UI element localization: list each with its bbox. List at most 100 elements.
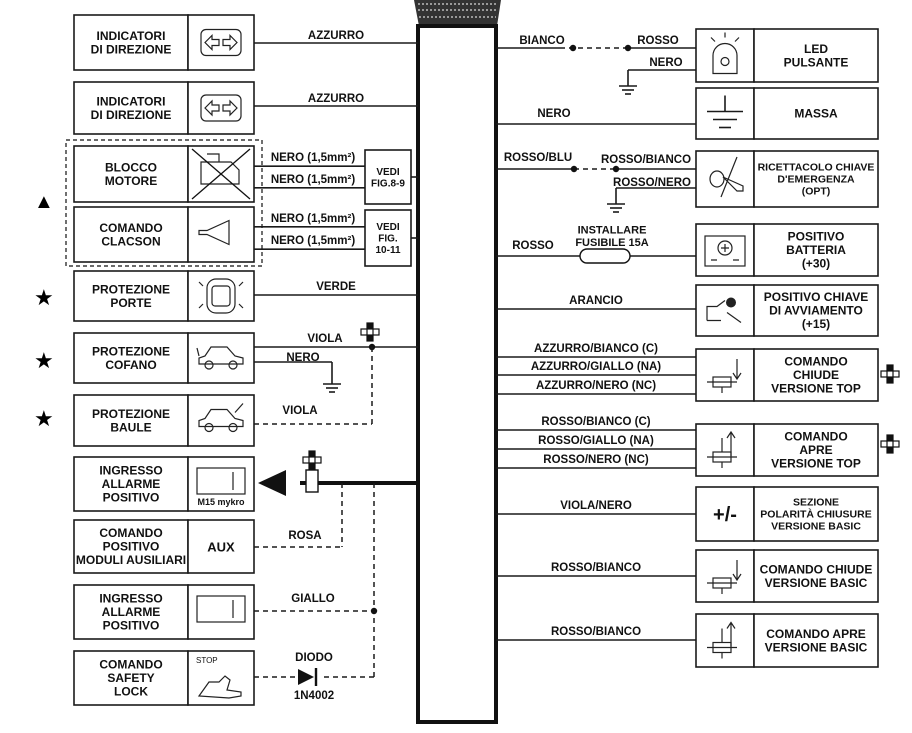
- ignition-key-icon: [706, 297, 742, 323]
- module-label: DI DIREZIONE: [91, 42, 172, 56]
- right-module: MASSA: [695, 87, 879, 140]
- module-label: PROTEZIONE: [92, 344, 170, 358]
- wire-label: GIALLO: [291, 593, 334, 605]
- wire-label: NERO: [286, 352, 319, 364]
- wire-label: ROSSO/BIANCO: [601, 154, 691, 166]
- module-label: VERSIONE BASIC: [771, 521, 861, 533]
- fuse-symbol: [579, 248, 631, 264]
- module-label: COMANDO: [99, 658, 162, 672]
- wire-label: ROSSO: [512, 240, 554, 252]
- module-label: BLOCCO: [105, 160, 157, 174]
- bonnet-car-icon: [196, 346, 244, 370]
- wire-label: ROSSO/NERO (NC): [543, 454, 649, 466]
- polarity-label: +/-: [713, 504, 737, 526]
- polarity-icon: +/-: [713, 504, 737, 526]
- star-marker: ★: [34, 406, 54, 431]
- module-label: LOCK: [114, 685, 148, 699]
- module-label: VERSIONE TOP: [771, 457, 861, 471]
- wire-label: ROSSO/BLU: [504, 152, 572, 164]
- wire-label: BIANCO: [519, 35, 564, 47]
- wire-label: AZZURRO/BIANCO (C): [534, 343, 658, 355]
- fuse-label: INSTALLARE: [578, 225, 647, 237]
- door-car-icon: [198, 278, 244, 314]
- module-label: COMANDO APRE: [766, 627, 866, 641]
- wire-label: NERO: [537, 108, 570, 120]
- relay-ref-label: VEDI: [376, 222, 400, 233]
- wire-label: 1N4002: [294, 690, 334, 702]
- wire-label: ROSSO: [637, 35, 679, 47]
- module-label: COMANDO: [99, 526, 162, 540]
- wire-label: VIOLA/NERO: [560, 500, 632, 512]
- aux-icon: AUX: [207, 540, 235, 555]
- wire-label: ROSA: [288, 530, 321, 542]
- diamond-marker: [880, 434, 900, 454]
- ground-symbol: [619, 78, 637, 95]
- module-label: DI AVVIAMENTO: [769, 304, 863, 318]
- module-label: (OPT): [802, 186, 831, 198]
- wire-label: VERDE: [316, 281, 356, 293]
- module-label: INGRESSO: [99, 464, 162, 478]
- wire-label: NERO (1,5mm²): [271, 152, 356, 164]
- relay-ref-label: FIG.8-9: [371, 178, 405, 189]
- wire-label: VIOLA: [307, 333, 342, 345]
- lock-up-icon: [707, 430, 737, 468]
- wire-label: NERO: [649, 57, 682, 69]
- module-label: ALLARME: [102, 605, 161, 619]
- diamond-marker: [302, 450, 322, 470]
- wire-label: ROSSO/GIALLO (NA): [538, 435, 654, 447]
- ground-icon: [707, 95, 743, 129]
- wire-label: AZZURRO: [308, 93, 364, 105]
- relay-ref-label: FIG.: [378, 234, 398, 245]
- stop-hand-icon: STOP: [196, 656, 242, 699]
- star-marker: ★: [34, 285, 54, 310]
- module-label: VERSIONE BASIC: [765, 640, 868, 654]
- wire-label: ROSSO/BIANCO: [551, 562, 641, 574]
- diode-symbol: [298, 669, 314, 685]
- module-label: VERSIONE BASIC: [765, 576, 868, 590]
- module-label: POSITIVO: [788, 230, 845, 244]
- horn-icon: [198, 219, 230, 246]
- relay-group-outline: [65, 139, 263, 267]
- module-label: POSITIVO CHIAVE: [764, 290, 868, 304]
- ground-symbol: [323, 376, 341, 393]
- module-label: BAULE: [110, 420, 151, 434]
- module-label: SEZIONE: [793, 497, 839, 509]
- module-label: POLARITÀ CHIUSURE: [760, 508, 871, 521]
- wire-label: ARANCIO: [569, 295, 623, 307]
- central-unit: [414, 0, 501, 724]
- module-label: COFANO: [105, 358, 156, 372]
- wire-label: VIOLA: [282, 405, 317, 417]
- battery-icon: [704, 235, 746, 267]
- lock-down-icon: [707, 359, 742, 393]
- module-label: BATTERIA: [786, 243, 846, 257]
- fuse-label: FUSIBILE 15A: [575, 237, 648, 249]
- wire-label: NERO (1,5mm²): [271, 213, 356, 225]
- wire-label: AZZURRO/GIALLO (NA): [531, 361, 661, 373]
- module-label: APRE: [799, 443, 832, 457]
- junction-dot: [370, 607, 378, 615]
- module-label: VERSIONE TOP: [771, 382, 861, 396]
- aux-label: AUX: [207, 540, 235, 555]
- relay-ref-box: [364, 149, 412, 205]
- connector-icon: [305, 469, 319, 493]
- lock-down-icon: [707, 560, 742, 594]
- module-label: INDICATORI: [97, 29, 166, 43]
- module-label: D'EMERGENZA: [777, 174, 855, 186]
- module-label: MASSA: [794, 107, 838, 121]
- module-label: PULSANTE: [784, 55, 849, 69]
- module-label: COMANDO: [784, 430, 847, 444]
- module-label: COMANDO: [99, 221, 162, 235]
- module-icon: M15 mykro: [196, 467, 246, 507]
